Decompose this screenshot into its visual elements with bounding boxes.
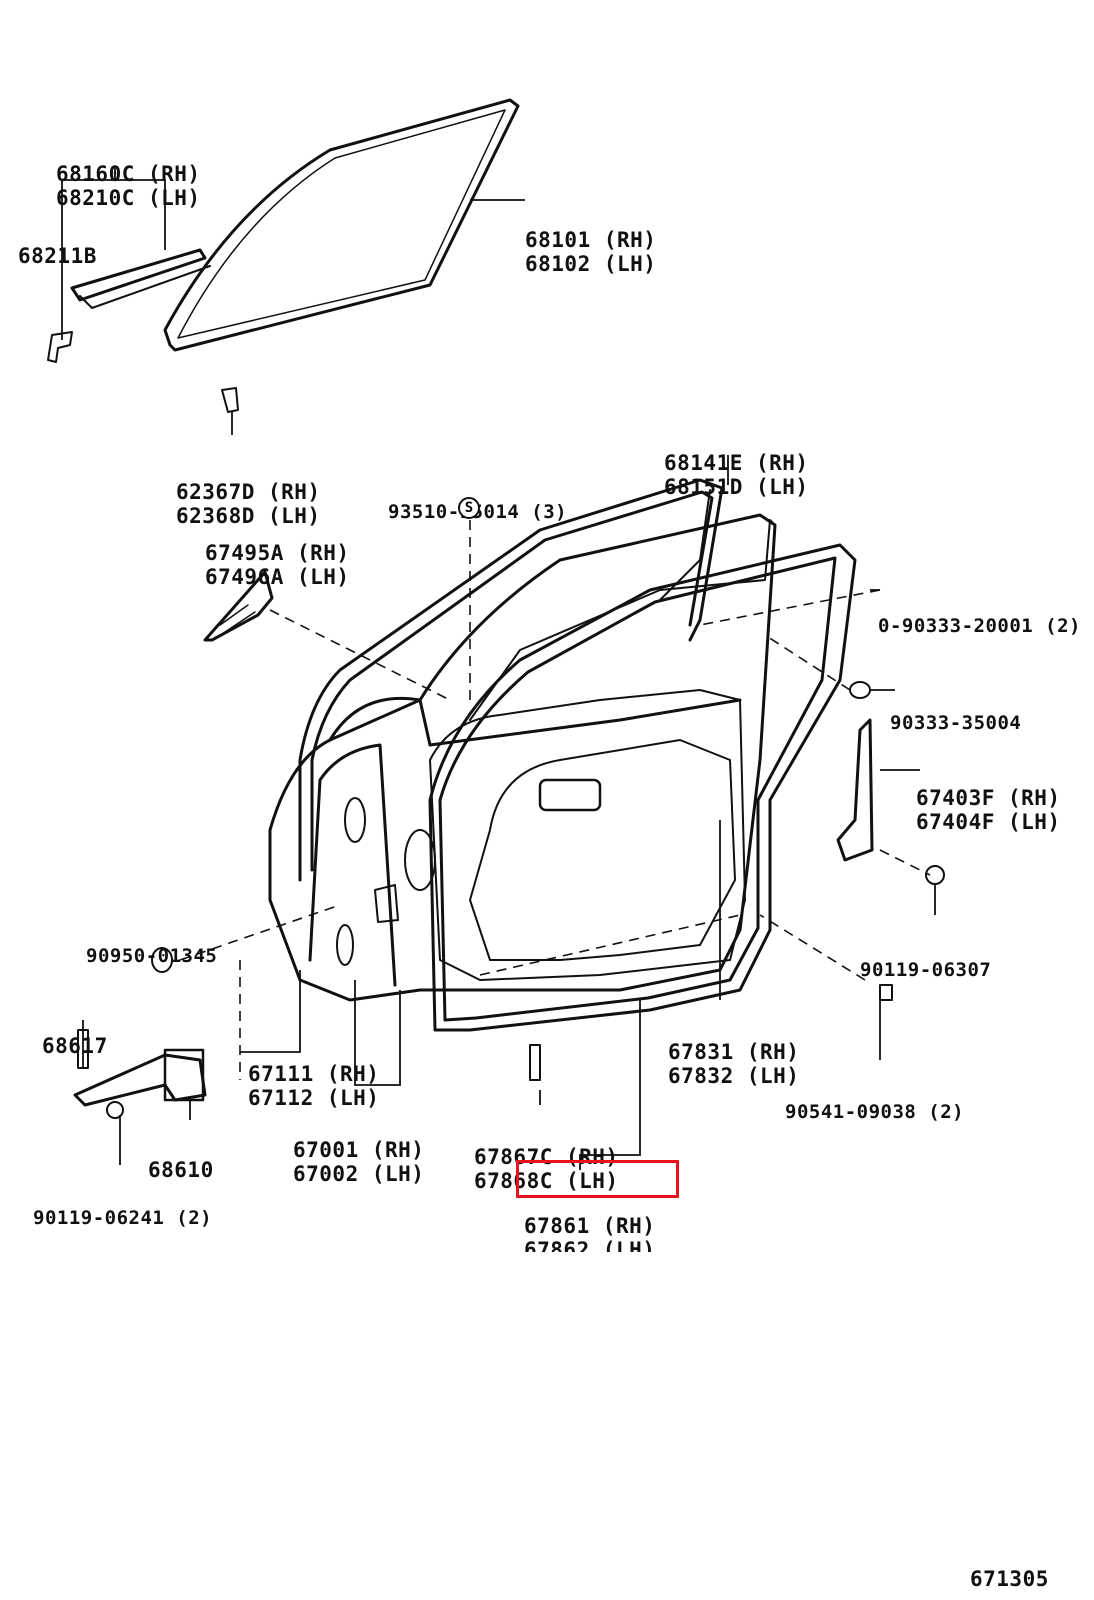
clip-62367d bbox=[221, 387, 239, 413]
label-67831: 67831 (RH)67832 (LH) bbox=[668, 1040, 800, 1088]
run-channel bbox=[70, 248, 207, 302]
label-90119-06307: 90119-06307 bbox=[860, 959, 992, 981]
label-68160c: 68160C (RH)68210C (LH) bbox=[56, 162, 201, 210]
door-frame bbox=[268, 513, 777, 1002]
label-90119-06241: 90119-06241 (2) bbox=[33, 1207, 213, 1229]
highlight-box bbox=[516, 1160, 679, 1198]
label-67495a: 67495A (RH)67496A (LH) bbox=[205, 541, 350, 589]
s-marker: S bbox=[458, 497, 480, 519]
label-68211b: 68211B bbox=[18, 244, 97, 268]
label-68141e: 68141E (RH)68151D (LH) bbox=[664, 451, 809, 499]
rear-channel bbox=[836, 718, 874, 862]
label-90541: 90541-09038 (2) bbox=[785, 1101, 965, 1123]
label-67001: 67001 (RH)67002 (LH) bbox=[293, 1138, 425, 1186]
label-68101: 68101 (RH)68102 (LH) bbox=[525, 228, 657, 276]
label-93510: 93510-15014 (3) bbox=[388, 501, 568, 523]
label-67111: 67111 (RH)67112 (LH) bbox=[248, 1062, 380, 1110]
label-67403f: 67403F (RH)67404F (LH) bbox=[916, 786, 1061, 834]
figure-id: 671305 bbox=[970, 1567, 1049, 1591]
clip-68211b bbox=[47, 331, 73, 363]
label-68610: 68610 bbox=[148, 1158, 214, 1182]
label-67861: 67861 (RH)67862 (LH) bbox=[524, 1214, 656, 1252]
door-weatherstrip bbox=[428, 543, 857, 1032]
label-90333-20001: 0-90333-20001 (2) bbox=[878, 615, 1081, 637]
door-glass bbox=[163, 98, 520, 352]
corner-piece bbox=[203, 570, 274, 642]
label-67867c: 67867C (RH)67868C (LH) bbox=[474, 1145, 619, 1193]
weatherstrip-outer bbox=[298, 478, 724, 882]
label-90950: 90950-01345 bbox=[86, 945, 218, 967]
label-68617: 68617 bbox=[42, 1034, 108, 1058]
label-90333-35004: 90333-35004 bbox=[890, 712, 1022, 734]
label-62367d: 62367D (RH)62368D (LH) bbox=[176, 480, 321, 528]
door-check bbox=[73, 1053, 207, 1107]
